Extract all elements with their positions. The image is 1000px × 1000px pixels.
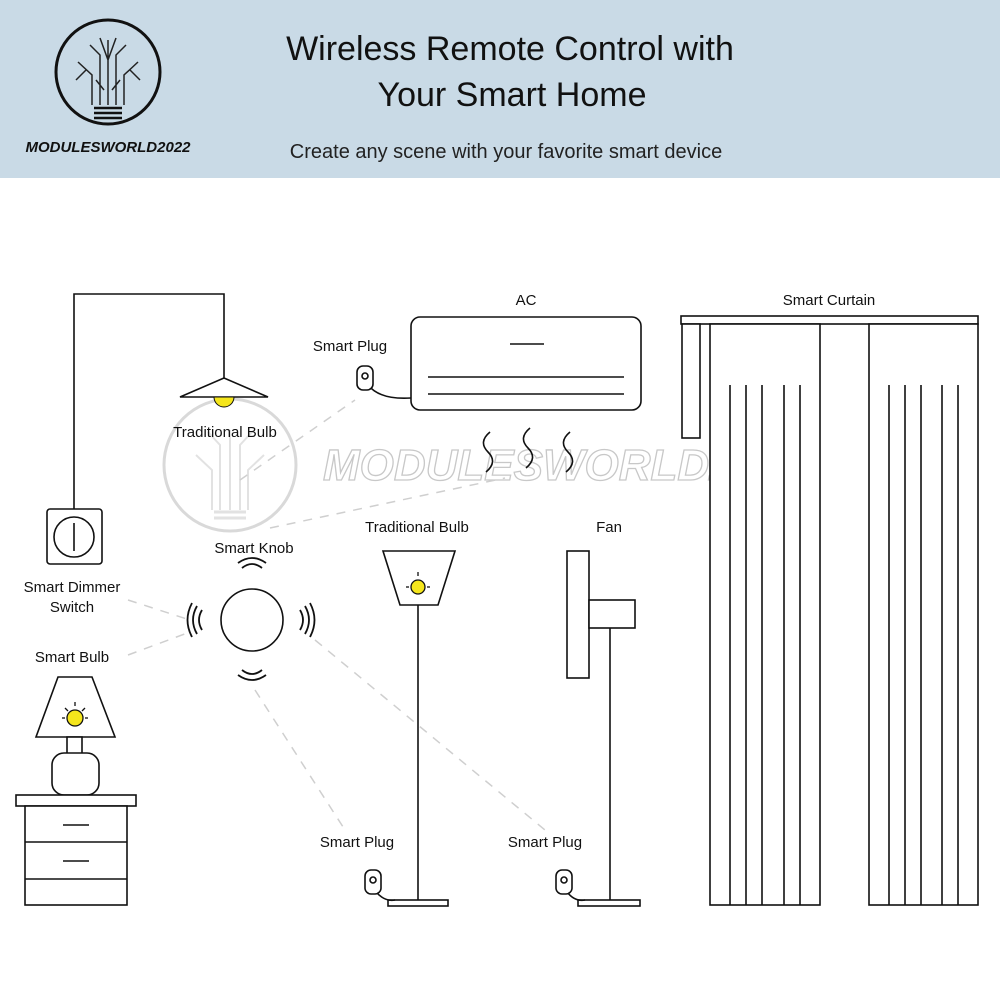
watermark-logo [162, 397, 298, 533]
floor-lamp [375, 550, 457, 907]
subtitle: Create any scene with your favorite smar… [290, 141, 722, 163]
smart-dimmer-switch [46, 508, 103, 565]
wireless-signal-icon [186, 557, 316, 681]
ac-label: AC [516, 292, 537, 309]
air-conditioner [367, 316, 642, 473]
fan-label: Fan [596, 519, 622, 536]
dimmer-label-line-2: Switch [50, 599, 94, 616]
pendant-bulb-label: Traditional Bulb [173, 424, 277, 441]
title-line-2: Your Smart Home [378, 76, 647, 114]
smart-knob-label: Smart Knob [214, 540, 293, 557]
header-band [0, 0, 1000, 178]
smart-curtain [680, 315, 979, 906]
pendant-lamp [73, 293, 269, 509]
smart-plug-icon [356, 365, 374, 391]
table-lamp [15, 676, 137, 906]
fan [566, 550, 641, 907]
curtain-label: Smart Curtain [783, 292, 876, 309]
floor-lamp-plug-label: Smart Plug [320, 834, 394, 851]
fan-plug-label: Smart Plug [508, 834, 582, 851]
connection-lines [127, 399, 546, 831]
floor-lamp-label: Traditional Bulb [365, 519, 469, 536]
brand-logo [54, 18, 162, 126]
dimmer-label-line-1: Smart Dimmer [24, 579, 121, 596]
smart-knob [186, 557, 316, 681]
title-line-1: Wireless Remote Control with [286, 30, 734, 68]
brand-name: MODULESWORLD2022 [25, 139, 191, 156]
ac-plug-label: Smart Plug [313, 338, 387, 355]
smart-plug-icon [364, 869, 382, 895]
smart-plug-icon [555, 869, 573, 895]
smart-bulb-label: Smart Bulb [35, 649, 109, 666]
